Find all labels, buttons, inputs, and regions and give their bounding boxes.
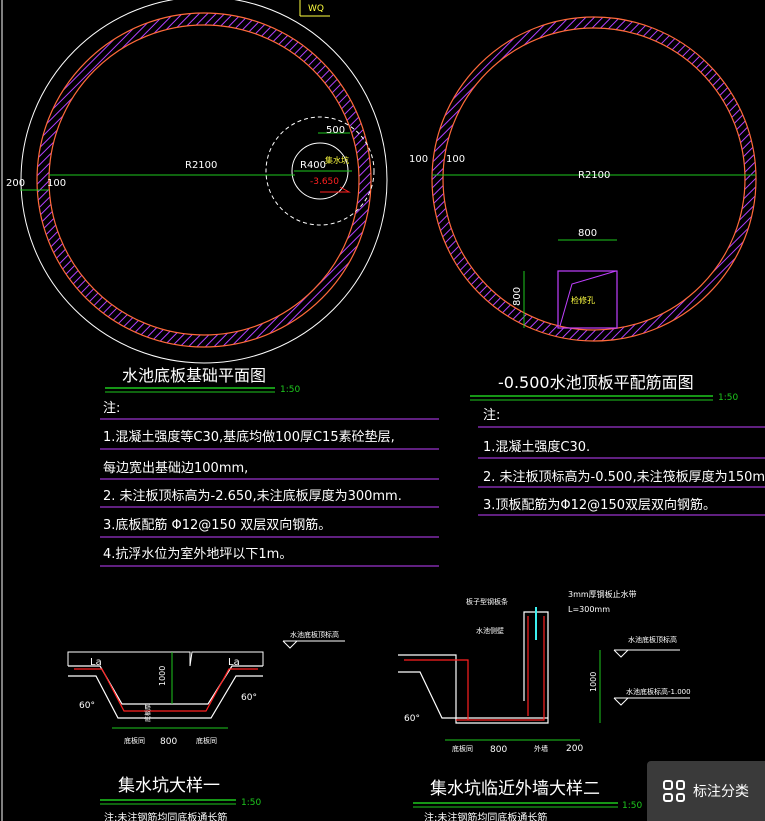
detail1-section (68, 665, 263, 719)
detail1-note: 注:未注钢筋均同底板通长筋 (104, 811, 227, 821)
plan1-title-block: 水池底板基础平面图 1:50 (105, 366, 300, 395)
detail1-left-label: 底板同 (124, 736, 145, 745)
plan2-drawing: 检修孔 R2100 100 100 800 800 (409, 16, 757, 342)
plan2-note-1: 1.混凝土强度C30. (483, 439, 590, 455)
detail2-elev-bot-mark (613, 697, 629, 706)
detail1-title-block: 集水坑大样一 1:50 注:未注钢筋均同底板通长筋 (100, 776, 261, 821)
plan1-wq-tag: WQ (308, 4, 324, 14)
annotation-category-label: 标注分类 (693, 784, 749, 800)
plan2-title: -0.500水池顶板平配筋面图 (498, 373, 694, 392)
detail2-elev-top-mark (613, 649, 629, 658)
plan2-title-block: -0.500水池顶板平配筋面图 1:50 (470, 373, 738, 403)
detail1-elev-mark (282, 640, 298, 649)
detail1-right-label: 底板同 (196, 736, 217, 745)
plan1-sump-outer (265, 116, 375, 226)
detail2-scale: 1:50 (622, 801, 642, 811)
detail1-elev-label: 水池底板顶标高 (290, 630, 339, 639)
plan2-opening-label: 检修孔 (571, 295, 595, 305)
detail1-drawing: 水池底板顶标高 La La 1000 800 60° 60° 底板同 底板同 底… (67, 630, 345, 747)
plan1-note-3: 2. 未注板顶标高为-2.650,未注底板厚度为300mm. (103, 488, 402, 504)
plan2-inner-wall (442, 27, 746, 331)
detail2-rebar (404, 616, 545, 721)
detail2-elev-bot: 水池底板标高-1.000 (626, 687, 691, 696)
detail1-title: 集水坑大样一 (118, 776, 220, 796)
detail1-dim-1000: 1000 (158, 666, 167, 686)
plan1-dim-100-label: 100 (47, 178, 66, 189)
plan1-dim-200-label: 200 (6, 178, 25, 189)
plan2-notes-head: 注: (483, 408, 500, 423)
detail2-waterstop-label: 3mm厚钢板止水带 (568, 589, 637, 599)
detail2-wall (398, 611, 549, 724)
detail1-mid-label: 底板厚 (144, 704, 152, 722)
detail2-note: 注:未注钢筋均同底板通长筋 (424, 811, 547, 821)
plan1-sump-elev: -3.650 (310, 177, 339, 187)
plan2-dim-100a: 100 (409, 154, 428, 165)
detail1-top (67, 651, 264, 667)
detail2-dim-800: 800 (490, 745, 507, 755)
annotation-category-button[interactable]: 标注分类 (647, 761, 765, 821)
detail1-dim-800: 800 (160, 737, 177, 747)
plan1-notes: 注: 1.混凝土强度等C30,基底均做100厚C15素砼垫层, 每边宽出基础边1… (100, 401, 439, 567)
detail2-plate-label: 板子型钢板条 (466, 597, 508, 606)
plan2-opening-break (559, 270, 617, 327)
grid-icon (663, 780, 685, 802)
plan1-note-5: 4.抗浮水位为室外地坪以下1m。 (103, 546, 292, 562)
plan1-drawing: WQ R2100 R400 集水坑 -3.650 500 200 100 (6, 0, 388, 364)
detail2-title: 集水坑临近外墙大样二 (430, 779, 600, 799)
detail2-angle: 60° (404, 714, 420, 724)
detail1-rebar (74, 668, 258, 712)
detail2-dim-1000: 1000 (589, 672, 598, 692)
detail2-slope (398, 671, 548, 719)
detail1-angle-b: 60° (241, 693, 257, 703)
plan2-dim-100b: 100 (446, 154, 465, 165)
plan1-sump-label: 集水坑 (325, 155, 349, 165)
plan2-radius-label: R2100 (578, 170, 610, 181)
detail2-dim-200: 200 (566, 744, 583, 754)
plan1-scale: 1:50 (280, 385, 300, 395)
detail1-scale: 1:50 (241, 798, 261, 808)
plan2-dim-800a: 800 (578, 228, 597, 239)
detail2-right-label: 外墙 (534, 744, 548, 753)
plan2-notes: 注: 1.混凝土强度C30. 2. 未注板顶标高为-0.500,未注筏板厚度为1… (478, 408, 765, 516)
plan1-outer-ring (20, 0, 388, 364)
plan1-note-4: 3.底板配筋 Φ12@150 双层双向钢筋。 (103, 517, 331, 533)
plan1-sump-radius-label: R400 (300, 160, 326, 171)
plan2-dim-800b: 800 (512, 287, 523, 306)
plan1-note-1: 1.混凝土强度等C30,基底均做100厚C15素砼垫层, (103, 429, 395, 445)
detail1-angle-a: 60° (79, 701, 95, 711)
detail1-la2: La (228, 657, 240, 668)
detail2-elev-top: 水池底板顶标高 (628, 635, 677, 644)
detail2-title-block: 集水坑临近外墙大样二 1:50 注:未注钢筋均同底板通长筋 (413, 779, 642, 821)
plan1-sump-elev-mark (320, 186, 351, 193)
detail2-left-label: 底板同 (452, 744, 473, 753)
detail1-la1: La (90, 657, 102, 668)
plan2-note-2: 2. 未注板顶标高为-0.500,未注筏板厚度为150mm. (483, 469, 765, 485)
plan1-radius-label: R2100 (185, 160, 217, 171)
plan1-note-2: 每边宽出基础边100mm, (103, 460, 248, 476)
detail2-drawing: 3mm厚钢板止水带 L=300mm 板子型钢板条 水池侧壁 水池底板顶标高 水池… (398, 589, 691, 755)
plan1-title: 水池底板基础平面图 (122, 366, 266, 385)
detail2-waterstop-len: L=300mm (568, 605, 610, 614)
plan2-scale: 1:50 (718, 393, 738, 403)
plan1-inner-wall (48, 24, 360, 336)
detail2-wall-label: 水池侧壁 (476, 626, 504, 635)
plan1-dim-500-label: 500 (326, 125, 345, 136)
plan1-notes-head: 注: (103, 401, 120, 416)
plan2-opening (557, 270, 618, 329)
plan2-note-3: 3.顶板配筋为Φ12@150双层双向钢筋。 (483, 497, 716, 513)
